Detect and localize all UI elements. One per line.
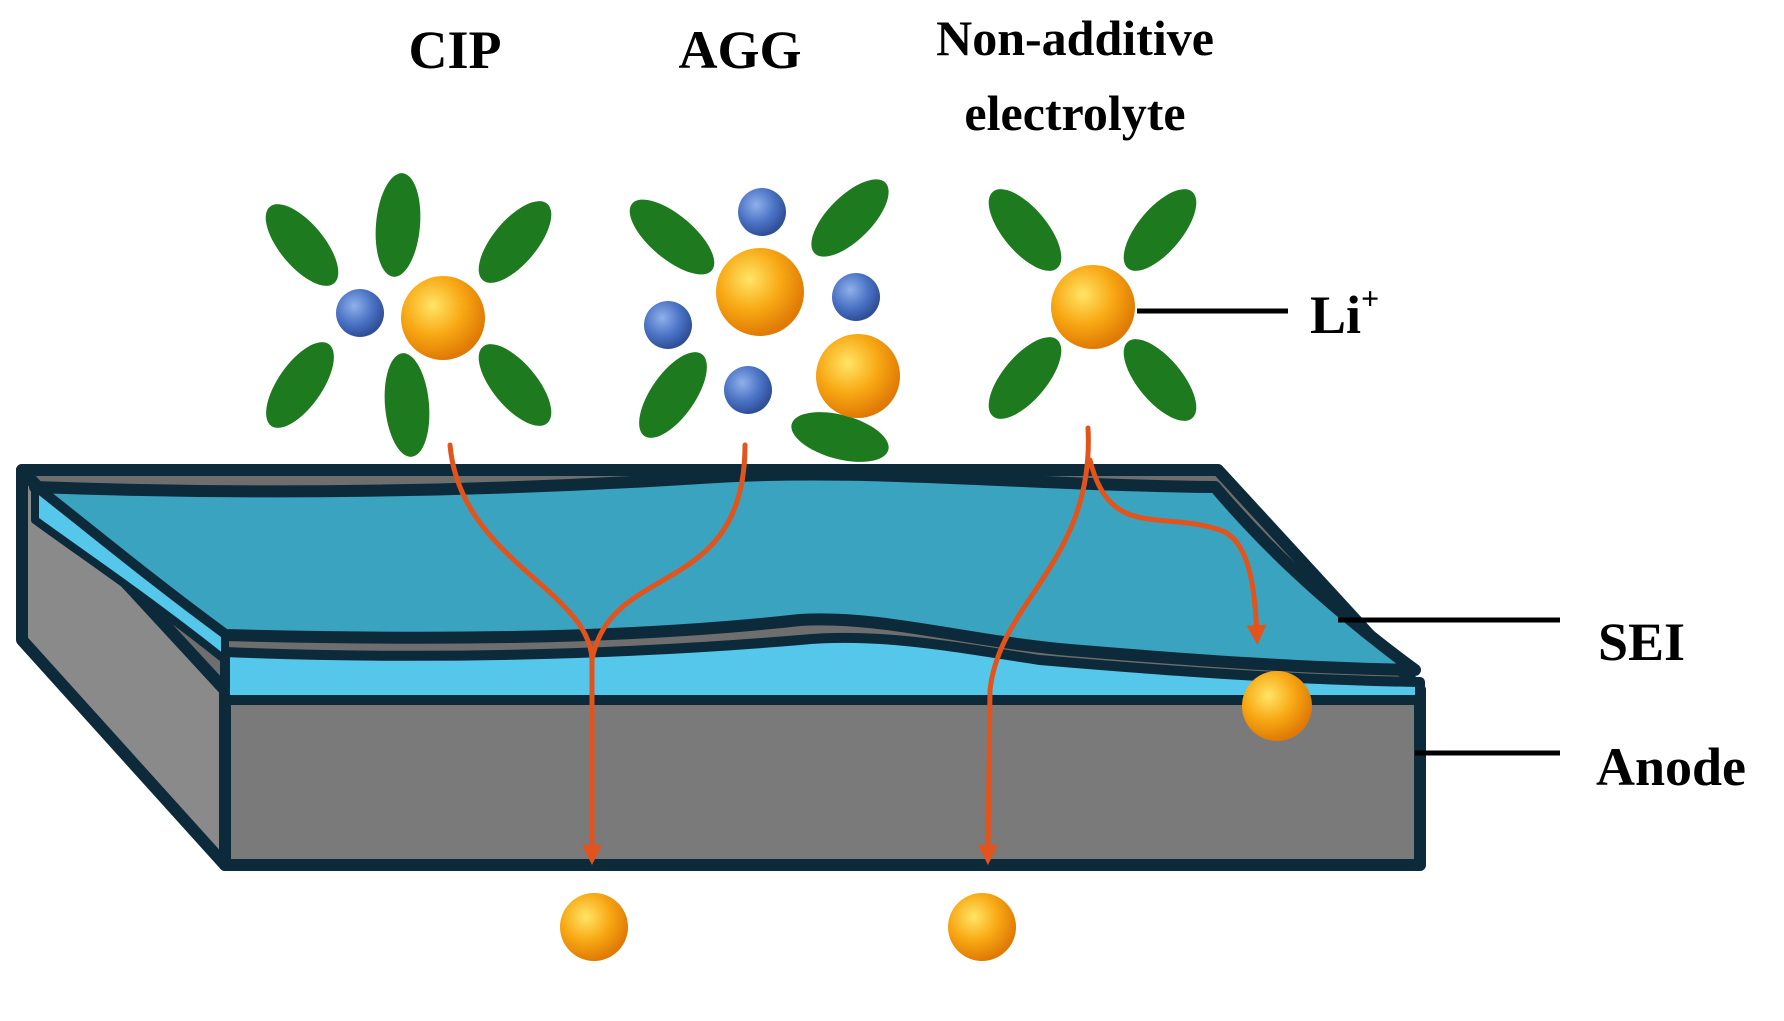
anion (738, 188, 786, 236)
li-base-text: Li (1310, 285, 1361, 345)
li-ion (401, 276, 485, 360)
li-ion-deposited-non-additive (948, 893, 1016, 961)
li-ion-deposited-cip-agg (560, 893, 628, 961)
solvent-molecule (988, 337, 1062, 419)
li-ion-label: Li+ (1310, 280, 1379, 345)
solvent-molecule (791, 412, 889, 462)
solvent-molecule (629, 199, 715, 275)
sei-layer (29, 468, 1425, 705)
non-additive-cluster (988, 189, 1197, 421)
cip-label: CIP (409, 20, 502, 80)
arrow-non-additive-side-path (1087, 457, 1267, 645)
li-ion (1051, 265, 1135, 349)
solvent-molecule (375, 173, 421, 277)
solvent-molecule (639, 352, 707, 438)
solvent-molecule (988, 189, 1062, 271)
arrow-cip-path (447, 442, 602, 865)
solvent-molecule (266, 342, 334, 428)
li-ion (716, 248, 804, 336)
anion (832, 273, 880, 321)
anode-front-face (219, 684, 1426, 871)
anode-label: Anode (1596, 737, 1746, 797)
solvent-molecule (478, 201, 552, 283)
solvent-molecule (384, 353, 430, 457)
anion (724, 366, 772, 414)
li-ion (816, 334, 900, 418)
agg-label: AGG (678, 20, 801, 80)
cip-cluster (265, 173, 552, 457)
leader-lines (1137, 308, 1560, 756)
sei-top-surface (29, 468, 1421, 676)
solvent-molecule (265, 204, 339, 286)
transport-arrows (447, 425, 1267, 865)
sei-side-strip (31, 483, 229, 664)
agg-cluster (629, 179, 900, 462)
anion (336, 289, 384, 337)
li-ion-on-sei (1242, 671, 1312, 741)
solvent-molecule (1123, 189, 1197, 271)
arrow-non-additive-down-path (978, 425, 1091, 865)
non-additive-label-line2: electrolyte (964, 85, 1185, 141)
sei-label: SEI (1598, 612, 1685, 672)
solvent-molecule (478, 344, 552, 426)
li-charge-text: + (1361, 280, 1379, 316)
solvent-molecule (811, 179, 889, 257)
arrow-agg-path (589, 442, 748, 663)
non-additive-label-line1: Non-additive (936, 10, 1214, 66)
anion (644, 301, 692, 349)
solvent-molecule (1123, 339, 1197, 421)
